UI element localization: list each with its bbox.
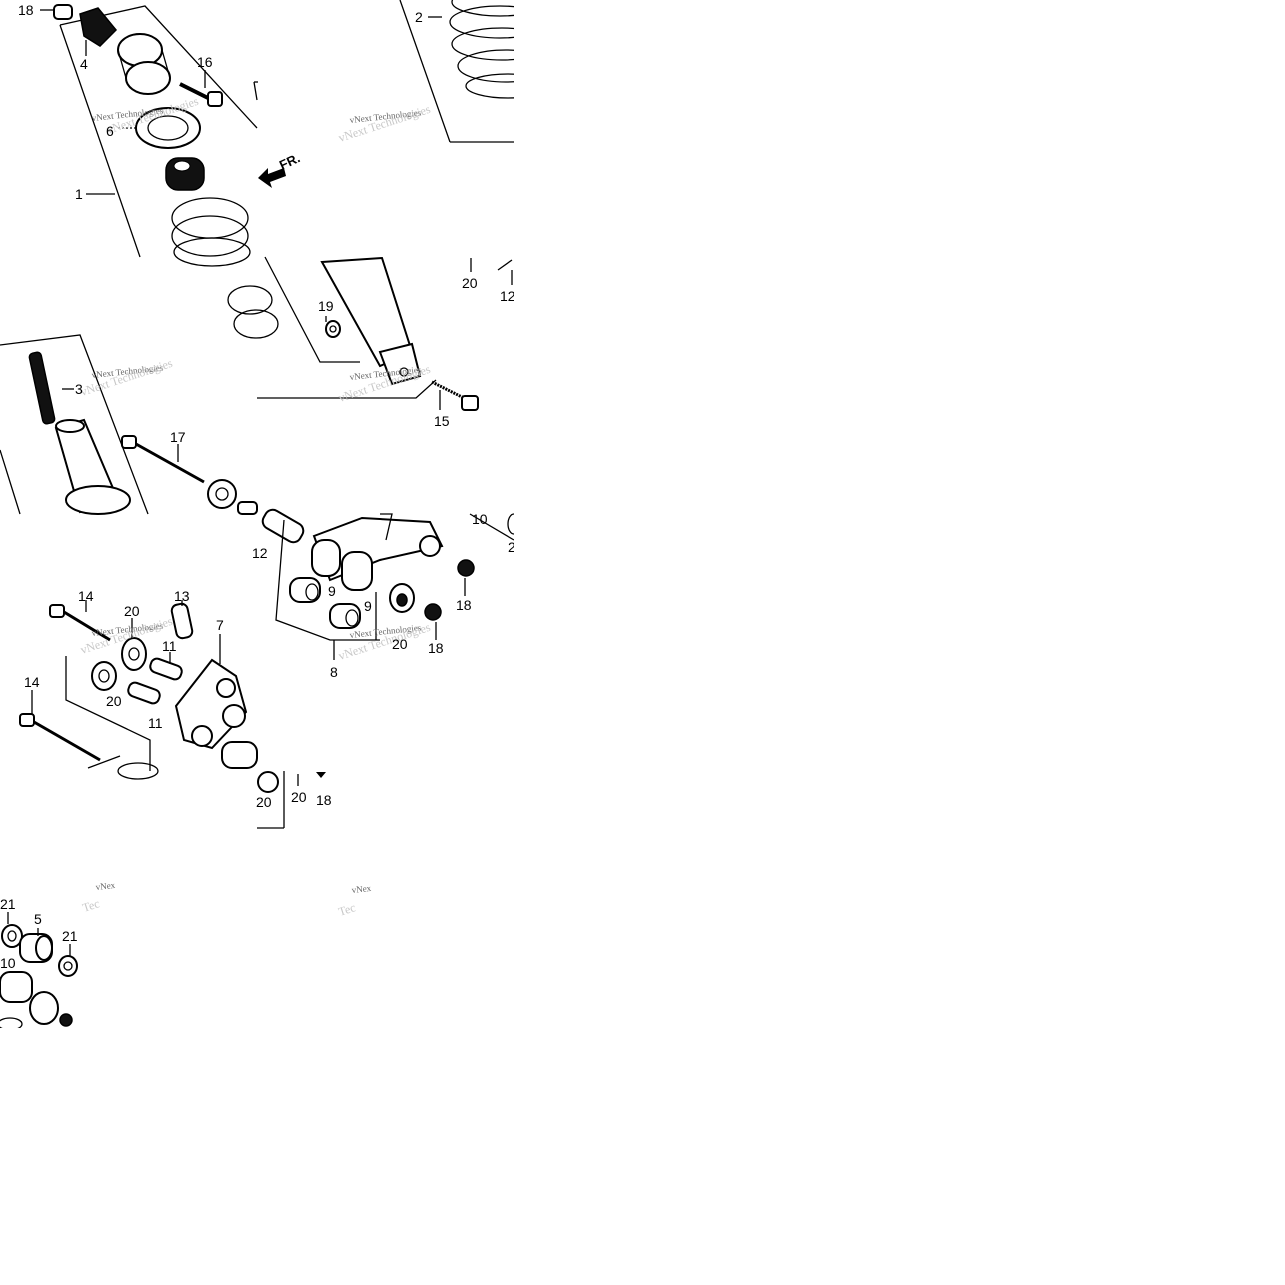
callout-10: 10 (0, 955, 16, 971)
callout-20: 20 (124, 603, 140, 619)
part-linkage-arm (311, 513, 444, 591)
part-11-pin (127, 652, 183, 705)
callout-8: 8 (330, 664, 338, 680)
part-5-bushing (19, 928, 53, 963)
part-18-nut (424, 559, 475, 621)
callout-5: 5 (34, 911, 42, 927)
callout-18: 18 (18, 2, 34, 18)
part-15-bolt (431, 380, 479, 411)
callout-6: 6 (106, 123, 114, 139)
callout-15: 15 (434, 413, 450, 429)
tile-cushion-arm (19, 600, 258, 780)
callout-20: 20 (256, 794, 272, 810)
tile-shock-body (227, 256, 513, 411)
watermark-fragment: vNex (351, 883, 372, 895)
part-collar (117, 33, 171, 95)
part-17-bolt (121, 435, 205, 484)
callout-14: 14 (78, 588, 94, 604)
callout-20: 20 (291, 789, 307, 805)
part-14-bolt (19, 600, 111, 762)
watermark-fragment: Tec (337, 900, 358, 919)
callout-20: 20 (462, 275, 478, 291)
part-20-seal (389, 583, 415, 613)
part-damper-body (320, 256, 422, 386)
callout-2: 2 (415, 9, 423, 25)
callout-1: 1 (75, 186, 83, 202)
callout-10: 10 (472, 511, 488, 527)
part-21-washer (1, 912, 78, 977)
callout-16: 16 (197, 54, 213, 70)
callout-11: 11 (148, 715, 163, 731)
part-4-bushing (79, 7, 118, 56)
part-3-damper-rod (28, 351, 131, 515)
callout-18: 18 (428, 640, 444, 656)
callout-14: 14 (24, 674, 40, 690)
part-10-collar (0, 971, 73, 1031)
part-16-bolt (179, 70, 223, 107)
callout-18: 18 (316, 792, 332, 808)
watermark-fragment: vNex (95, 880, 116, 892)
callout-13: 13 (174, 588, 190, 604)
callout-7: 7 (216, 617, 224, 633)
watermark-fragment: Tec (81, 896, 102, 915)
tile-bushings (0, 912, 78, 1031)
part-19-nut (325, 316, 341, 338)
tile-shock-top: FR. (40, 4, 302, 267)
callout-17: 17 (170, 429, 186, 445)
callout-12: 12 (252, 545, 268, 561)
part-13-pin (170, 600, 194, 640)
callout-4: 4 (80, 56, 88, 72)
tile-linkage (261, 508, 521, 660)
callout-20: 20 (106, 693, 122, 709)
callout-18: 18 (456, 597, 472, 613)
part-20-seal (91, 618, 147, 691)
part-bump-stop (165, 157, 205, 191)
callout-9: 9 (328, 583, 336, 599)
tile-fragment-bottom (257, 771, 326, 829)
part-7-cushion-arm (174, 634, 248, 750)
callout-21: 21 (0, 896, 16, 912)
callout-9: 9 (364, 598, 372, 614)
front-arrow-icon (258, 168, 286, 188)
callout-11: 11 (162, 638, 177, 654)
callout-3: 3 (75, 381, 83, 397)
callout-12: 12 (500, 288, 516, 304)
front-arrow-label: FR. (277, 150, 302, 172)
callout-19: 19 (318, 298, 334, 314)
part-spring-coils-top (171, 197, 251, 267)
part-9-bushing (289, 577, 361, 629)
part-6-spring-seat (118, 107, 201, 149)
callout-21: 21 (62, 928, 78, 944)
callout-20: 20 (392, 636, 408, 652)
part-18-nut (40, 4, 73, 20)
part-20-collar (207, 479, 237, 509)
tile-shock-shaft (0, 334, 258, 515)
